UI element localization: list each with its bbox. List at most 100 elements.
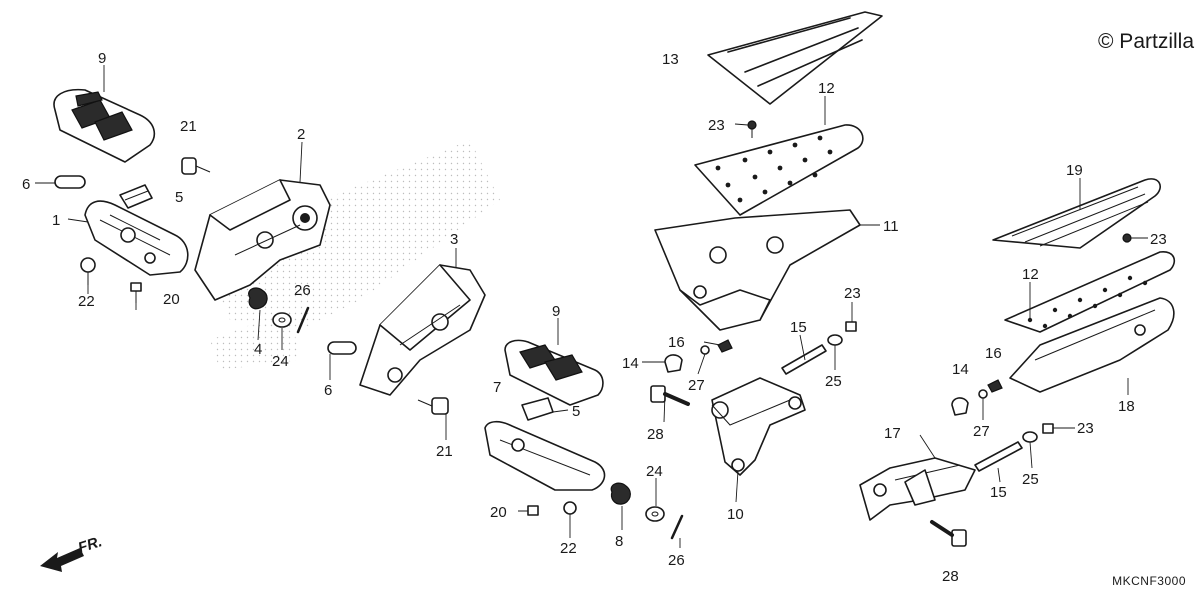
callout-25-right: 25 [1022,471,1039,488]
step-plate-19 [992,178,1161,249]
callouts: 9 21 2 6 5 1 22 20 26 4 24 3 6 21 9 7 5 … [22,50,1167,585]
callout-18: 18 [1118,398,1135,415]
front-arrow-icon [40,548,84,572]
diagram-code: MKCNF3000 [1112,574,1186,588]
step-plate-12-lower [1004,251,1176,333]
step-bracket-10 [711,377,806,476]
callout-7: 7 [493,379,501,396]
bolt-center-21 [417,397,449,415]
screw-23-center [845,321,857,332]
bolt-center-22 [563,501,577,515]
washer-left [272,312,292,328]
footpeg-left [84,200,189,276]
step-housing-18 [1009,297,1175,393]
callout-2: 2 [297,126,305,143]
callout-15-center: 15 [790,319,807,336]
callout-23-upper: 23 [708,117,725,134]
copyright-watermark: © Partzilla [1098,30,1194,53]
callout-12-lower: 12 [1022,266,1039,283]
step-bracket-2 [194,179,331,301]
footpeg-center [484,420,606,491]
callout-22-left: 22 [78,293,95,310]
bolt-left-20 [130,282,142,303]
step-bracket-3 [359,264,486,396]
screw-23-right [1122,233,1132,243]
callout-14-right: 14 [952,361,969,378]
callout-5-center: 5 [572,403,580,420]
ball-27-center [700,345,710,355]
step-housing-11 [654,209,861,331]
callout-6-lower: 6 [324,382,332,399]
callout-16-right: 16 [985,345,1002,362]
bolt-left-21 [181,157,211,175]
callout-8: 8 [615,533,623,550]
callout-23-lower-right: 23 [1077,420,1094,437]
screw-23-lower-right [1042,423,1054,434]
callout-1: 1 [52,212,60,229]
step-plate-12-upper [694,124,864,216]
front-direction-indicator: FR. [40,533,104,572]
callout-27-right: 27 [973,423,990,440]
pin-left-lower [327,341,357,355]
bolt-28-right [930,520,967,547]
callout-21-center: 21 [436,443,453,460]
pin-15-right [974,441,1023,472]
callout-17: 17 [884,425,901,442]
bolt-28-center [650,385,690,406]
spring-center [610,482,631,505]
callout-6-left: 6 [22,176,30,193]
cotter-pin-center [670,514,684,540]
washer-center [645,506,665,522]
footpeg-rubber-left [53,88,156,163]
callout-24-left: 24 [272,353,289,370]
pin-15-center [781,344,827,375]
screw-23-upper [747,120,757,138]
spring-left [248,287,268,310]
callout-9-center: 9 [552,303,560,320]
clip-left-upper [119,184,153,209]
bolt-left-22 [80,257,96,285]
callout-10: 10 [727,506,744,523]
callout-15-right: 15 [990,484,1007,501]
front-label: FR. [76,533,104,557]
callout-23-right: 23 [1150,231,1167,248]
callout-16-center: 16 [668,334,685,351]
callout-13: 13 [662,51,679,68]
callout-28-right: 28 [942,568,959,585]
callout-4: 4 [254,341,262,358]
callout-12-upper: 12 [818,80,835,97]
spring-16-right [987,379,1003,393]
callout-22-center: 22 [560,540,577,557]
ball-27-right [978,389,988,399]
bolt-center-20 [518,505,539,516]
callout-26-center: 26 [668,552,685,569]
callout-9-left: 9 [98,50,106,67]
detent-14-right [951,397,969,416]
callout-5-left: 5 [175,189,183,206]
callout-11: 11 [883,218,899,235]
pin-left-upper [54,175,86,189]
washer-25-right [1022,431,1038,443]
callout-21-left: 21 [180,118,197,135]
step-plate-13 [707,11,883,105]
callout-27-center: 27 [688,377,705,394]
step-bracket-17 [859,457,976,521]
callout-3: 3 [450,231,458,248]
callout-14-center: 14 [622,355,639,372]
callout-20-center: 20 [490,504,507,521]
callout-19: 19 [1066,162,1083,179]
callout-28-center: 28 [647,426,664,443]
leader-lines [35,65,1148,548]
callout-26-left: 26 [294,282,311,299]
spring-16-center [717,339,733,353]
washer-25-center [827,334,843,346]
callout-24-center: 24 [646,463,663,480]
footpeg-rubber-center [504,339,604,406]
clip-center [521,397,554,421]
callout-20-left: 20 [163,291,180,308]
callout-23-center: 23 [844,285,861,302]
detent-14-center [664,354,683,373]
cotter-pin-left [296,306,310,334]
callout-25-center: 25 [825,373,842,390]
